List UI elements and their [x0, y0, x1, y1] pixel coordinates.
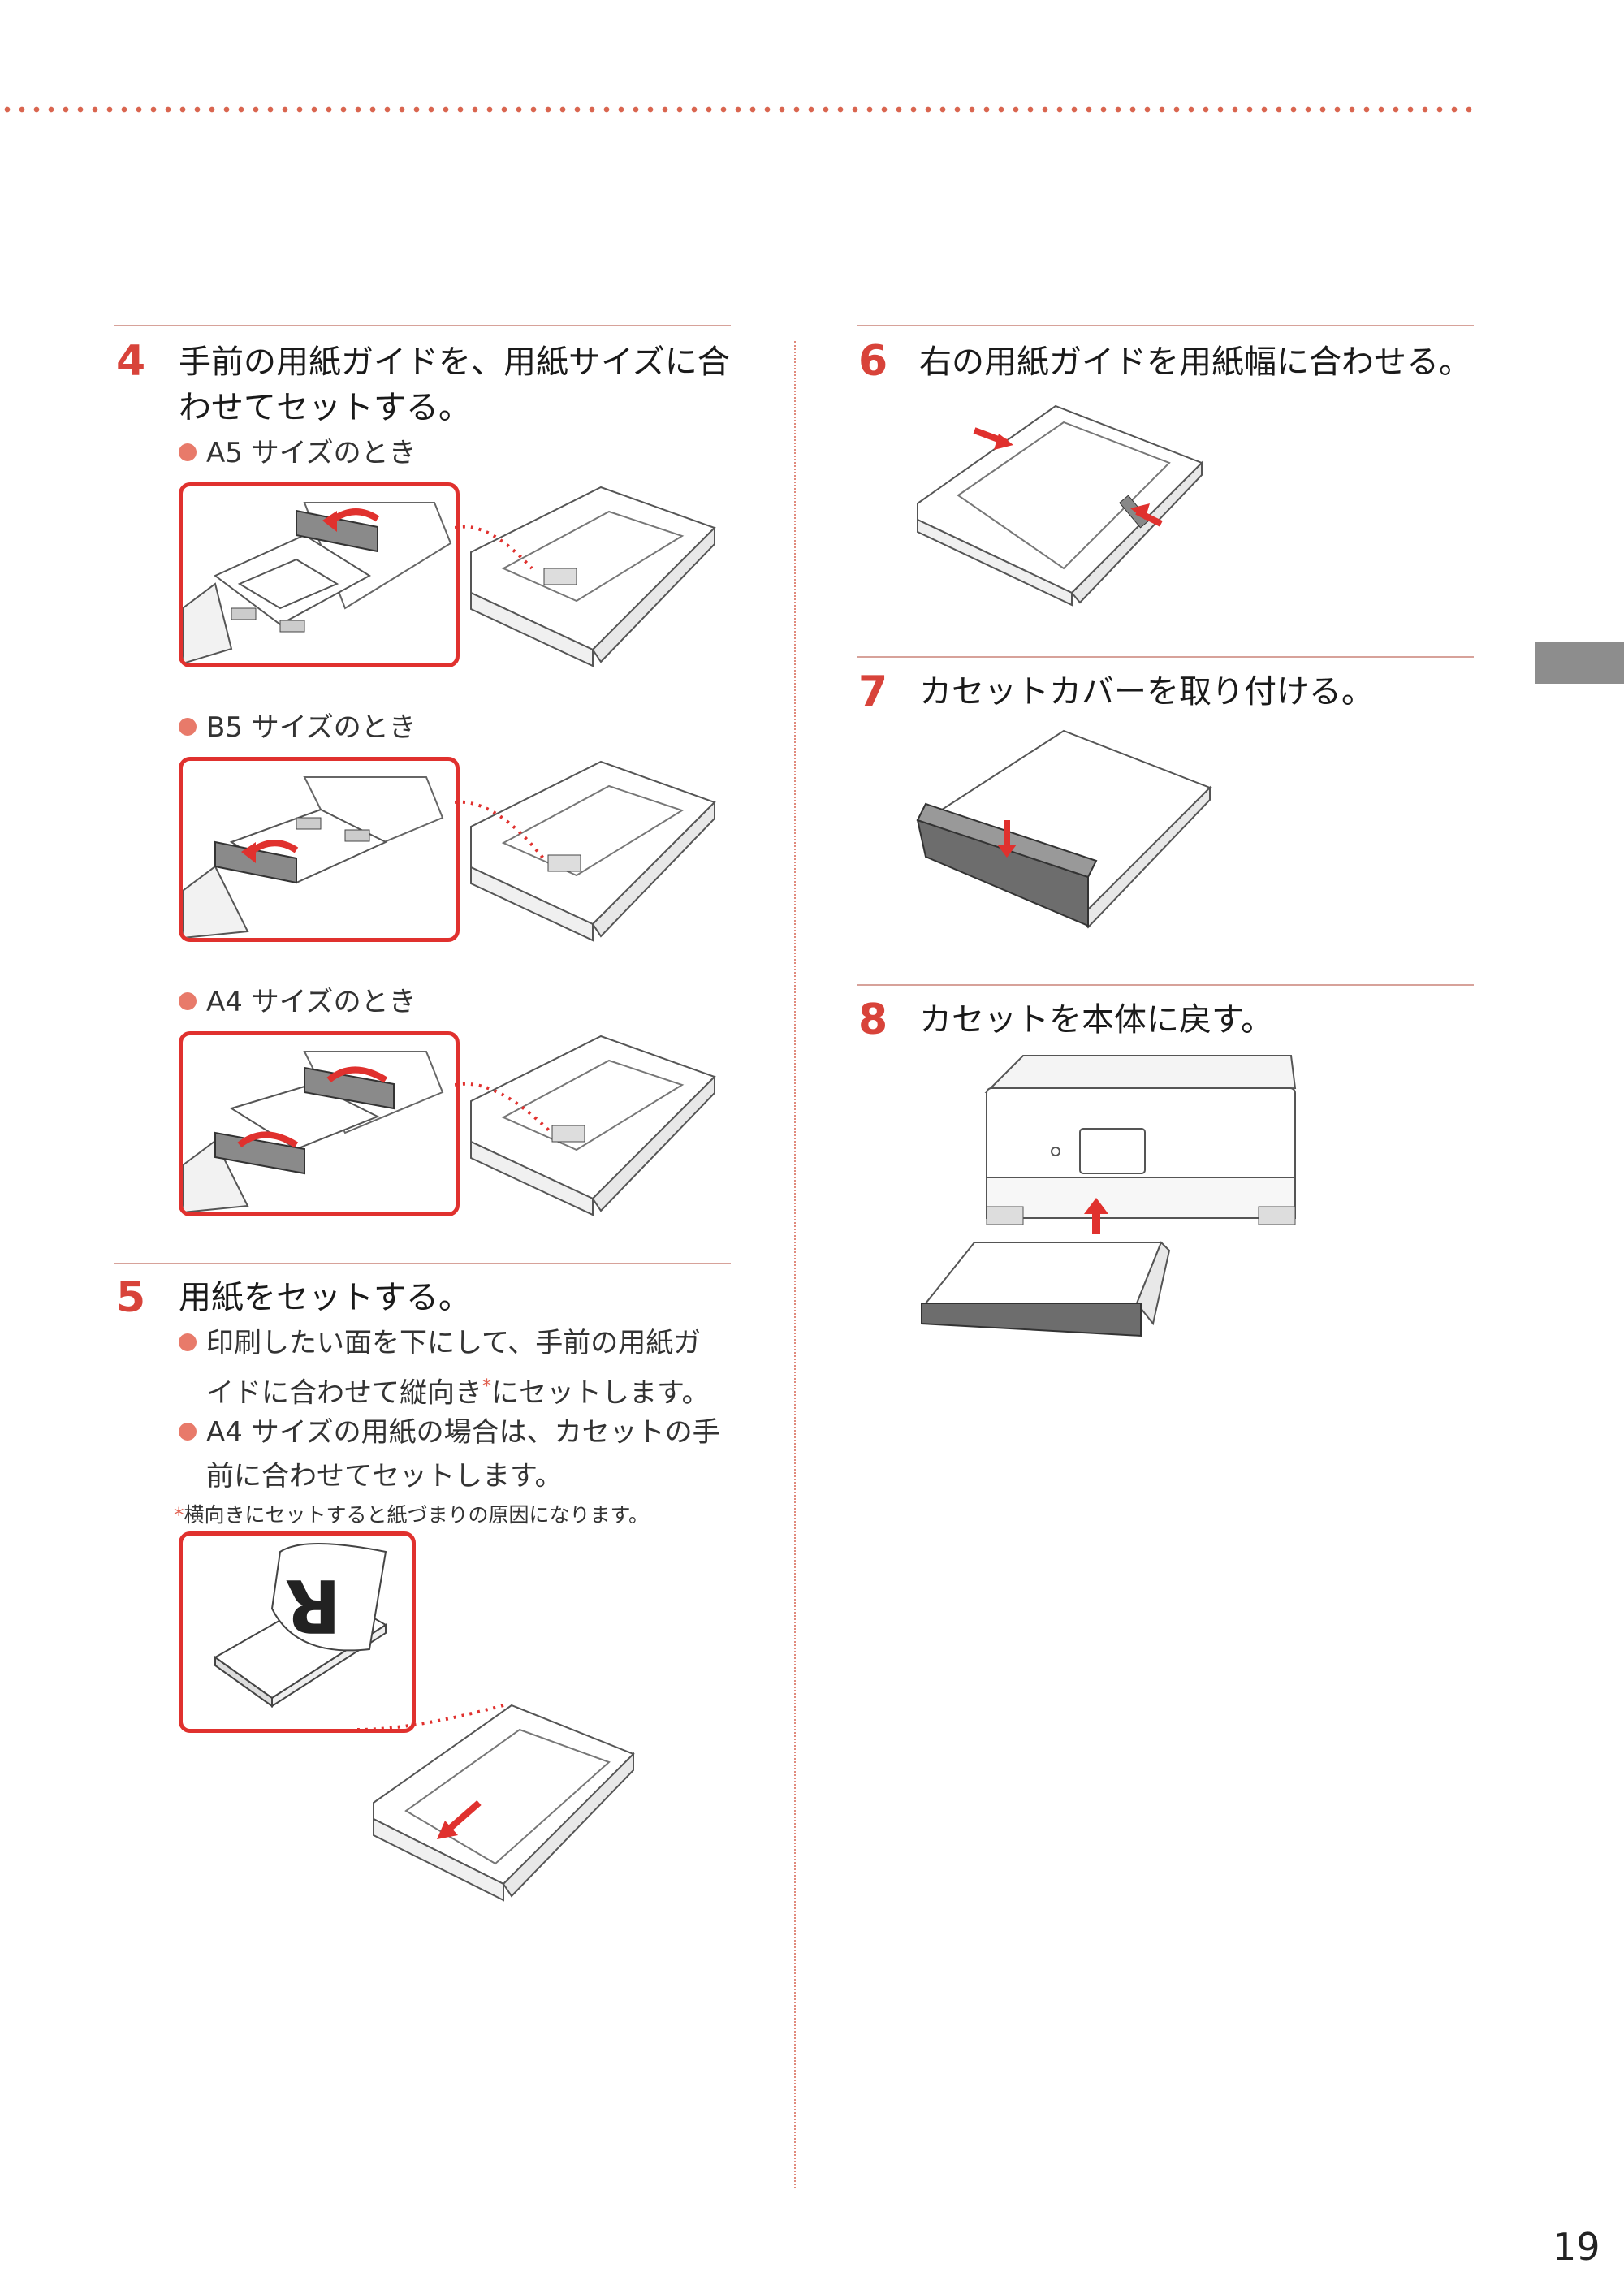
top-dotted-border [0, 106, 1478, 114]
cassette-b5-illustration [455, 760, 716, 942]
step7-text: カセットカバーを取り付ける。 [919, 673, 1374, 711]
cassette-side-guide-illustration [917, 404, 1203, 607]
case-a4-zoom-box [179, 1031, 460, 1216]
column-divider [794, 341, 796, 2188]
cassette-a4-illustration [455, 1035, 716, 1216]
step5-rule [114, 1263, 731, 1264]
footnote-asterisk: * [174, 1503, 184, 1527]
step4-text-line1: 手前の用紙ガイドを、用紙サイズに合 [179, 343, 730, 381]
step7-number: 7 [858, 667, 888, 716]
step5-bullet2-line1: A4 サイズの用紙の場合は、カセットの手 [179, 1411, 720, 1454]
step5-bullet2-line2: 前に合わせてセットします。 [206, 1460, 563, 1493]
guide-detail-a4-illustration [183, 1051, 444, 1212]
case-b5-label: B5 サイズのとき [179, 706, 417, 749]
guide-detail-b5-illustration [183, 776, 444, 938]
step5-bullet1-line1: 印刷したい面を下にして、手前の用紙ガ [179, 1322, 701, 1364]
step4-number: 4 [116, 337, 146, 386]
step6-number: 6 [858, 337, 888, 386]
step4-text-line2: わせてセットする。 [179, 389, 471, 426]
case-a5-zoom-box [179, 482, 460, 667]
paper-orientation-zoom-box: R [179, 1531, 416, 1733]
step5-footnote: *横向きにセットすると紙づまりの原因になります。 [174, 1503, 650, 1527]
step8-text: カセットを本体に戻す。 [919, 1001, 1273, 1039]
printer-insert-cassette-illustration [921, 1055, 1297, 1337]
cassette-with-paper-illustration [357, 1704, 635, 1902]
bullet-dot [179, 991, 197, 1010]
case-b5-zoom-box [179, 757, 460, 942]
guide-detail-a5-illustration [183, 502, 452, 663]
step4-rule [114, 325, 731, 326]
bullet-dot [179, 1333, 197, 1351]
cassette-a5-illustration [455, 486, 716, 667]
asterisk-marker: * [482, 1376, 491, 1397]
case-a5-label: A5 サイズのとき [179, 432, 417, 474]
paper-stack-illustration: R [214, 1543, 387, 1708]
svg-text:R: R [285, 1562, 341, 1648]
bullet-dot [179, 443, 197, 461]
page-number: 19 [1553, 2225, 1600, 2269]
case-a4-label: A4 サイズのとき [179, 981, 417, 1023]
section-tab [1535, 642, 1624, 684]
step8-rule [857, 984, 1474, 986]
bullet-dot [179, 717, 197, 736]
bullet-dot [179, 1422, 197, 1441]
cassette-cover-illustration [916, 729, 1212, 929]
step6-text: 右の用紙ガイドを用紙幅に合わせる。 [919, 343, 1471, 381]
step5-bullet1-line2: イドに合わせて縦向き*にセットします。 [206, 1376, 710, 1410]
step5-text: 用紙をセットする。 [179, 1279, 471, 1316]
step8-number: 8 [858, 996, 888, 1044]
step6-rule [857, 325, 1474, 326]
step7-rule [857, 656, 1474, 658]
step5-number: 5 [116, 1273, 146, 1322]
